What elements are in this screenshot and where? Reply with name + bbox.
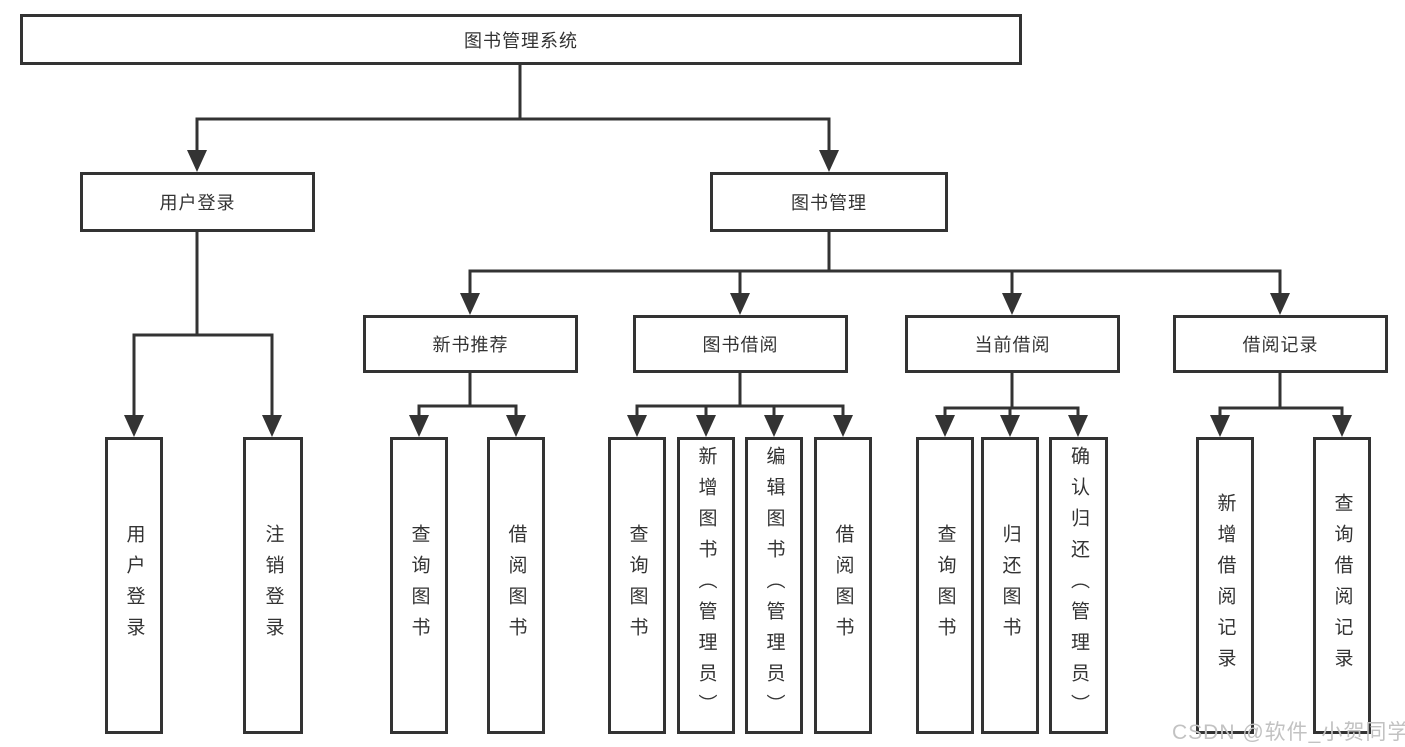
leaf-query-borrow-record: 查询借阅记录: [1313, 437, 1371, 734]
node-new-book-recommendation: 新书推荐: [363, 315, 578, 373]
leaf-return-books: 归还图书: [981, 437, 1039, 734]
leaf-add-borrow-record: 新增借阅记录: [1196, 437, 1254, 734]
node-user-login: 用户登录: [80, 172, 315, 232]
leaf-query-books-current: 查询图书: [916, 437, 974, 734]
leaf-borrow-books-newbook: 借阅图书: [487, 437, 545, 734]
leaf-logout-login: 注销登录: [243, 437, 303, 734]
node-library-system-root: 图书管理系统: [20, 14, 1022, 65]
leaf-borrow-books-borrowing: 借阅图书: [814, 437, 872, 734]
node-borrowing-records: 借阅记录: [1173, 315, 1388, 373]
node-book-borrowing: 图书借阅: [633, 315, 848, 373]
node-current-borrowing: 当前借阅: [905, 315, 1120, 373]
leaf-query-books-borrowing: 查询图书: [608, 437, 666, 734]
watermark: CSDN @软件_小贺同学: [1172, 721, 1405, 744]
leaf-confirm-return-admin: 确认归还（管理员）: [1049, 437, 1108, 734]
leaf-edit-books-admin: 编辑图书（管理员）: [745, 437, 803, 734]
leaf-add-books-admin: 新增图书（管理员）: [677, 437, 735, 734]
leaf-query-books-newbook: 查询图书: [390, 437, 448, 734]
node-book-management: 图书管理: [710, 172, 948, 232]
arrowhead-icons: [124, 150, 1352, 437]
leaf-user-login: 用户登录: [105, 437, 163, 734]
